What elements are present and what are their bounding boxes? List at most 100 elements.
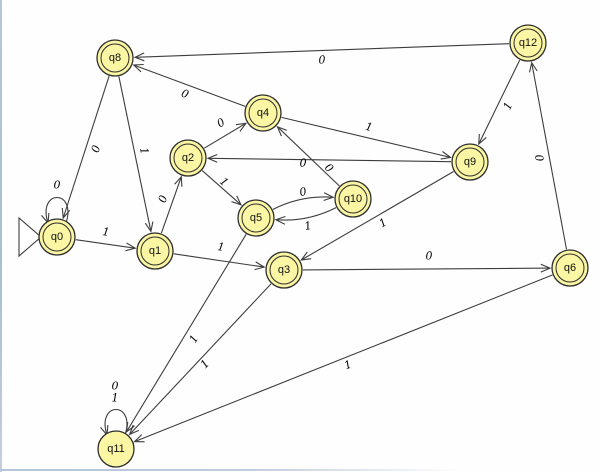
transition-edge[interactable] [118, 76, 152, 232]
transition-edge[interactable] [133, 64, 246, 107]
arrowhead-icon [231, 195, 243, 206]
edge-label[interactable]: 0 [532, 153, 546, 162]
edge-label[interactable]: 0 [299, 156, 306, 169]
arrowhead-icon [440, 151, 452, 160]
transition-edge[interactable] [160, 176, 182, 234]
edge-label[interactable]: 1 [342, 358, 353, 373]
arrowhead-icon [254, 261, 266, 271]
transition-edge[interactable] [62, 75, 110, 219]
transition-edge[interactable] [302, 267, 551, 271]
edge-label[interactable]: 1 [198, 357, 212, 371]
accepting-ring-q9 [455, 147, 485, 177]
state-label-q5: q5 [250, 212, 262, 224]
arrowhead-icon [61, 207, 71, 220]
arrowhead-icon [528, 61, 538, 73]
edge-label[interactable]: 0 [156, 194, 171, 205]
edge-label[interactable]: 0 [89, 144, 104, 155]
state-label-q4: q4 [257, 107, 269, 119]
state-label-q9: q9 [464, 156, 476, 168]
transition-edge[interactable] [201, 170, 242, 206]
state-label-q1: q1 [149, 245, 161, 257]
start-state-arrow-icon [18, 216, 42, 258]
arrowhead-icon [132, 63, 144, 73]
accepting-ring-q12 [513, 28, 543, 58]
edge-label[interactable]: 0 [112, 380, 119, 393]
edge-label[interactable]: 0 [54, 179, 61, 192]
accepting-ring-q8 [100, 43, 130, 73]
edge-label[interactable]: 0 [425, 249, 432, 262]
transition-edge[interactable] [272, 196, 334, 210]
transition-edge[interactable] [281, 116, 451, 158]
state-q9[interactable] [451, 143, 489, 181]
transition-edge[interactable] [134, 274, 553, 443]
arrowhead-icon [235, 122, 248, 132]
accepting-ring-q10 [338, 184, 368, 214]
transition-edge[interactable] [134, 43, 510, 58]
state-q0[interactable] [38, 218, 76, 256]
accepting-ring-q4 [248, 98, 278, 128]
transition-edge[interactable] [125, 233, 247, 433]
edge-label[interactable]: 0 [215, 116, 228, 131]
edge-label[interactable]: 1 [137, 146, 151, 155]
state-q5[interactable] [237, 199, 275, 237]
window-border-left [0, 0, 2, 472]
arrowhead-icon [300, 251, 312, 261]
state-label-q3: q3 [278, 264, 290, 276]
state-q4[interactable] [244, 94, 282, 132]
edge-label[interactable]: 1 [303, 219, 312, 233]
state-q11[interactable] [97, 430, 135, 468]
arrowhead-icon [133, 434, 145, 443]
edge-label[interactable]: 0 [298, 185, 307, 199]
edge-label[interactable]: 1 [217, 240, 226, 254]
transition-edge[interactable] [531, 62, 568, 250]
edge-label[interactable]: 1 [102, 225, 111, 239]
transition-edge[interactable] [204, 122, 247, 149]
transition-edge[interactable] [275, 207, 337, 221]
edge-label[interactable]: 1 [501, 100, 516, 112]
accepting-ring-q1 [140, 236, 170, 266]
state-label-q6: q6 [564, 262, 576, 274]
arrowhead-icon [540, 263, 552, 273]
state-q1[interactable] [136, 232, 174, 270]
state-label-q11: q11 [107, 443, 125, 455]
accepting-ring-q5 [241, 203, 271, 233]
edge-label[interactable]: 0 [318, 53, 325, 66]
state-label-q12: q12 [519, 37, 537, 49]
arrowhead-icon [276, 125, 287, 137]
accepting-ring-q3 [269, 255, 299, 285]
arrowhead-icon [133, 52, 145, 62]
arrowhead-icon [323, 192, 335, 202]
transition-edge[interactable] [173, 253, 265, 268]
transition-edge[interactable] [277, 126, 340, 187]
edge-label[interactable]: 1 [187, 333, 202, 346]
state-q12[interactable] [509, 24, 547, 62]
edge-label[interactable]: 0 [179, 87, 190, 102]
state-q6[interactable] [551, 249, 589, 287]
edge-label[interactable]: 1 [377, 216, 390, 231]
state-q8[interactable] [96, 39, 134, 77]
accepting-ring-q0 [42, 222, 72, 252]
state-label-q2: q2 [182, 152, 194, 164]
state-q3[interactable] [265, 251, 303, 289]
edge-label[interactable]: 1 [112, 392, 119, 405]
transition-edge[interactable] [129, 283, 272, 435]
state-q10[interactable] [334, 180, 372, 218]
edge-label[interactable]: 1 [364, 120, 374, 134]
arrowhead-icon [125, 242, 137, 252]
window-border-bottom [0, 469, 460, 471]
self-loop-edge[interactable] [104, 409, 128, 436]
transition-edge[interactable] [207, 157, 452, 163]
edge-label[interactable]: 0 [322, 161, 336, 175]
state-q2[interactable] [169, 139, 207, 177]
edge-label[interactable]: 1 [217, 175, 231, 189]
arrowhead-icon [174, 175, 183, 187]
transition-edge[interactable] [75, 239, 136, 249]
accepting-ring-q2 [173, 143, 203, 173]
state-label-q10: q10 [344, 193, 362, 205]
arrowhead-icon [478, 133, 487, 146]
state-label-q0: q0 [51, 231, 63, 243]
transition-edge[interactable] [301, 171, 454, 261]
transition-edge[interactable] [478, 59, 521, 145]
